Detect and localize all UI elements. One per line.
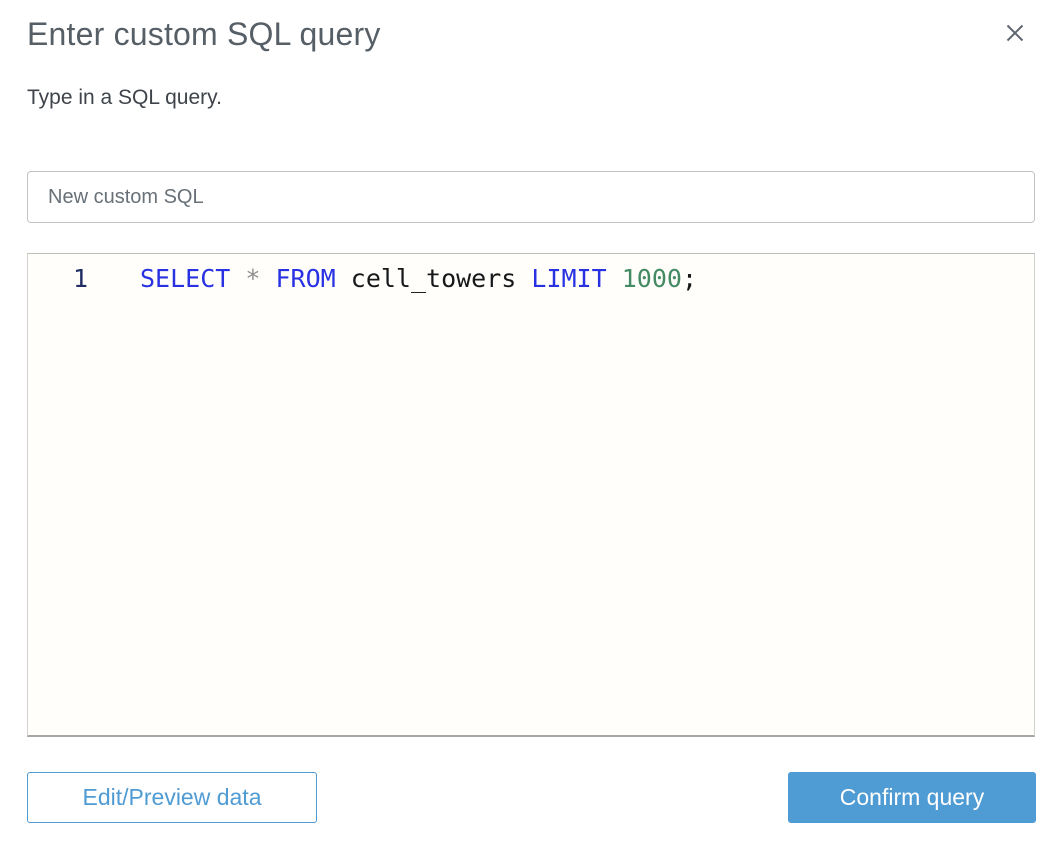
close-icon <box>1004 22 1026 44</box>
confirm-query-button[interactable]: Confirm query <box>788 772 1036 823</box>
dialog-title: Enter custom SQL query <box>27 16 381 52</box>
close-button[interactable] <box>1002 20 1028 46</box>
sql-editor[interactable]: 1 SELECT * FROM cell_towers LIMIT 1000; <box>27 253 1035 737</box>
sql-code-text: SELECT * FROM cell_towers LIMIT 1000; <box>140 264 697 293</box>
dialog-subtitle: Type in a SQL query. <box>27 86 222 109</box>
line-number: 1 <box>72 264 88 293</box>
code-line: 1 SELECT * FROM cell_towers LIMIT 1000; <box>28 254 1034 295</box>
edit-preview-button[interactable]: Edit/Preview data <box>27 772 317 823</box>
query-name-input[interactable] <box>27 171 1035 223</box>
